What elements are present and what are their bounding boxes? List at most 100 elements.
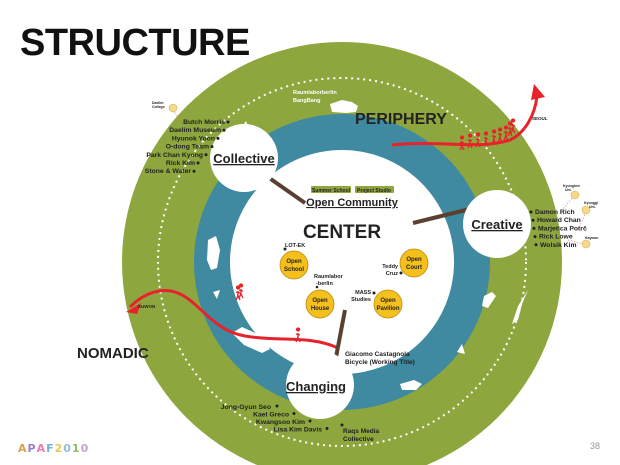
logo-char: 0 bbox=[80, 442, 90, 455]
member-name: Hyunok Yoon bbox=[172, 135, 215, 142]
direction-arrow-icon bbox=[457, 344, 465, 354]
route-to-seoul bbox=[391, 95, 539, 147]
tag-project-studio bbox=[355, 186, 394, 193]
walker-icon bbox=[497, 127, 503, 143]
zone-periphery-label: PERIPHERY bbox=[355, 111, 447, 128]
raqs-line-1: Raqs Media bbox=[343, 428, 380, 435]
logo-char: P bbox=[27, 442, 37, 455]
object-icon bbox=[207, 236, 220, 270]
zone-center-label: CENTER bbox=[303, 222, 381, 243]
member-name: Marjetica Potrč bbox=[538, 225, 587, 232]
artist-teddy-cruz: Teddy bbox=[382, 264, 399, 270]
marker-dot bbox=[534, 243, 538, 247]
marker-dot bbox=[192, 169, 196, 173]
marker-dot bbox=[292, 412, 296, 415]
svg-text:Open: Open bbox=[380, 298, 396, 304]
arrow-seoul-icon bbox=[531, 84, 545, 100]
node-creative-label: Creative bbox=[471, 217, 522, 232]
raumlabor-bangbang-1: Raumlaborberlin bbox=[293, 90, 337, 96]
artist-lotek: LOT-EK bbox=[285, 243, 305, 249]
member-name: Damon Rich bbox=[535, 209, 575, 216]
walker-icon bbox=[491, 129, 497, 145]
node-changing bbox=[286, 351, 354, 419]
program-open-pavilion: Open Pavilion bbox=[373, 289, 403, 319]
marker-dot bbox=[222, 128, 226, 132]
marker-dot bbox=[275, 404, 279, 408]
walker-icon bbox=[459, 135, 465, 151]
marker-dot bbox=[204, 153, 208, 157]
venue-link bbox=[561, 195, 575, 211]
marker-dot bbox=[533, 235, 537, 239]
node-collective-label: Collective bbox=[213, 151, 274, 166]
venue-label: Kyonggi bbox=[584, 201, 598, 205]
node-changing-label: Changing bbox=[286, 379, 346, 394]
destination-seoul: SEOUL bbox=[532, 116, 548, 121]
marker-dot bbox=[399, 271, 403, 275]
walker-icon bbox=[503, 125, 509, 141]
member-name: Wolsik Kim bbox=[540, 242, 577, 249]
venue-link bbox=[577, 211, 587, 231]
artist-raumlabor-2: -berlin bbox=[316, 281, 333, 287]
venue-daelim-college bbox=[168, 103, 178, 113]
venue-label: Kyunghee bbox=[563, 184, 580, 188]
venue-label: Uni. bbox=[565, 188, 572, 192]
marker-dot bbox=[531, 218, 535, 222]
venue-label: Daelim bbox=[152, 101, 163, 105]
marker-dot bbox=[216, 136, 220, 140]
logo-char: 2 bbox=[54, 442, 64, 455]
giacomo-line-1: Giacomo Castagnola bbox=[345, 351, 410, 358]
venue-label: College bbox=[152, 105, 165, 109]
center-area bbox=[230, 150, 454, 374]
venue-link bbox=[172, 109, 184, 126]
walker-icon bbox=[295, 327, 301, 343]
venue-label: Kaywon bbox=[585, 236, 598, 240]
logo-char: A bbox=[18, 442, 28, 455]
venue-label: Uni. bbox=[589, 205, 596, 209]
tag-summer-school bbox=[311, 186, 351, 193]
marker-dot bbox=[308, 419, 312, 423]
walker-icon bbox=[510, 118, 516, 134]
logo-char: F bbox=[46, 442, 55, 455]
marker-dot bbox=[529, 210, 533, 214]
marker-dot bbox=[196, 161, 200, 165]
svg-text:Pavilion: Pavilion bbox=[376, 306, 399, 312]
object-icon bbox=[232, 327, 270, 353]
svg-text:School: School bbox=[284, 267, 304, 273]
marker-dot bbox=[340, 423, 344, 427]
svg-text:Open: Open bbox=[312, 298, 328, 304]
tag-project-studio-text: Project Studio bbox=[357, 188, 391, 194]
marker-dot bbox=[532, 226, 536, 230]
object-icon bbox=[400, 380, 422, 390]
member-name: Butch Morris bbox=[183, 119, 225, 126]
member-name: Rick Kim bbox=[166, 160, 195, 167]
program-open-house: Open House bbox=[305, 289, 335, 319]
artist-mass-studies: MASS bbox=[355, 290, 371, 296]
walker-icon bbox=[235, 285, 241, 301]
member-name: Rick Lowe bbox=[539, 234, 573, 241]
member-name: Park Chan Kyong bbox=[146, 152, 203, 159]
member-name: Lisa Kim Davis bbox=[274, 427, 323, 434]
member-name: Howard Chan bbox=[537, 217, 581, 224]
svg-text:House: House bbox=[311, 306, 330, 312]
tag-summer-school-text: Summer School bbox=[312, 188, 351, 194]
member-name: O-dong Team bbox=[166, 144, 209, 151]
artist-teddy-cruz-2: Cruz bbox=[386, 271, 398, 277]
program-open-school: Open School bbox=[279, 250, 309, 280]
node-creative bbox=[463, 190, 531, 258]
circulation-path bbox=[157, 77, 527, 447]
logo-char: 1 bbox=[71, 442, 81, 455]
walkers-icon bbox=[235, 118, 516, 343]
svg-text:Court: Court bbox=[406, 265, 422, 271]
marker-dot bbox=[226, 120, 230, 124]
program-open-court: Open Court bbox=[399, 248, 429, 278]
member-name: Kael Greco bbox=[253, 412, 289, 419]
walker-icon bbox=[238, 283, 244, 299]
marker-dot bbox=[210, 145, 214, 149]
raqs-line-2: Collective bbox=[343, 436, 374, 443]
logo-char: A bbox=[36, 442, 47, 455]
marker-dot bbox=[372, 291, 376, 295]
